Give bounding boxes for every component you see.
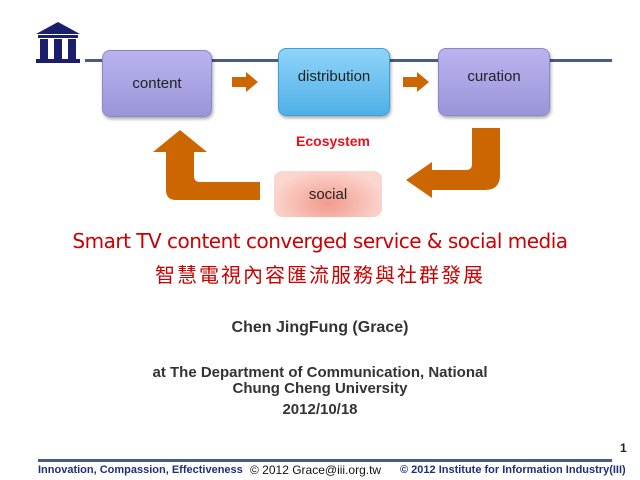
affiliation: at The Department of Communication, Nati… bbox=[0, 365, 640, 397]
node-content: content bbox=[102, 50, 212, 117]
affiliation-line: Chung Cheng University bbox=[232, 380, 408, 397]
flow-arrows bbox=[153, 72, 500, 200]
node-label: content bbox=[132, 75, 182, 92]
footer-email: © 2012 Grace@iii.org.tw bbox=[250, 463, 382, 477]
footer-copyright: © 2012 Institute for Information Industr… bbox=[400, 464, 626, 476]
page-number: 1 bbox=[620, 441, 627, 455]
title-english: Smart TV content converged service & soc… bbox=[72, 229, 568, 253]
arrow-return-left-icon bbox=[406, 128, 500, 198]
node-label: curation bbox=[467, 67, 521, 85]
date: 2012/10/18 bbox=[282, 401, 358, 418]
ecosystem-label: Ecosystem bbox=[296, 133, 370, 149]
title-chinese: 智慧電視內容匯流服務與社群發展 bbox=[155, 263, 485, 287]
node-label: distribution bbox=[297, 67, 371, 85]
arrow-right-icon bbox=[232, 72, 258, 92]
footer-motto: Innovation, Compassion, Effectiveness bbox=[38, 464, 243, 476]
node-social: social bbox=[274, 171, 382, 217]
institute-logo-icon bbox=[36, 22, 80, 63]
node-distribution: distribution bbox=[278, 48, 390, 116]
footer-divider bbox=[38, 459, 612, 462]
arrow-right-icon bbox=[403, 72, 429, 92]
node-curation: curation bbox=[438, 48, 550, 116]
arrow-return-up-icon bbox=[153, 130, 260, 200]
copyright-text: © 2012 Institute for Information Industr… bbox=[400, 464, 610, 476]
copyright-abbr: (III) bbox=[609, 464, 626, 476]
affiliation-line: at The Department of Communication, Nati… bbox=[152, 364, 488, 381]
author-name: Chen JingFung (Grace) bbox=[231, 319, 409, 336]
node-label: social bbox=[308, 185, 348, 203]
